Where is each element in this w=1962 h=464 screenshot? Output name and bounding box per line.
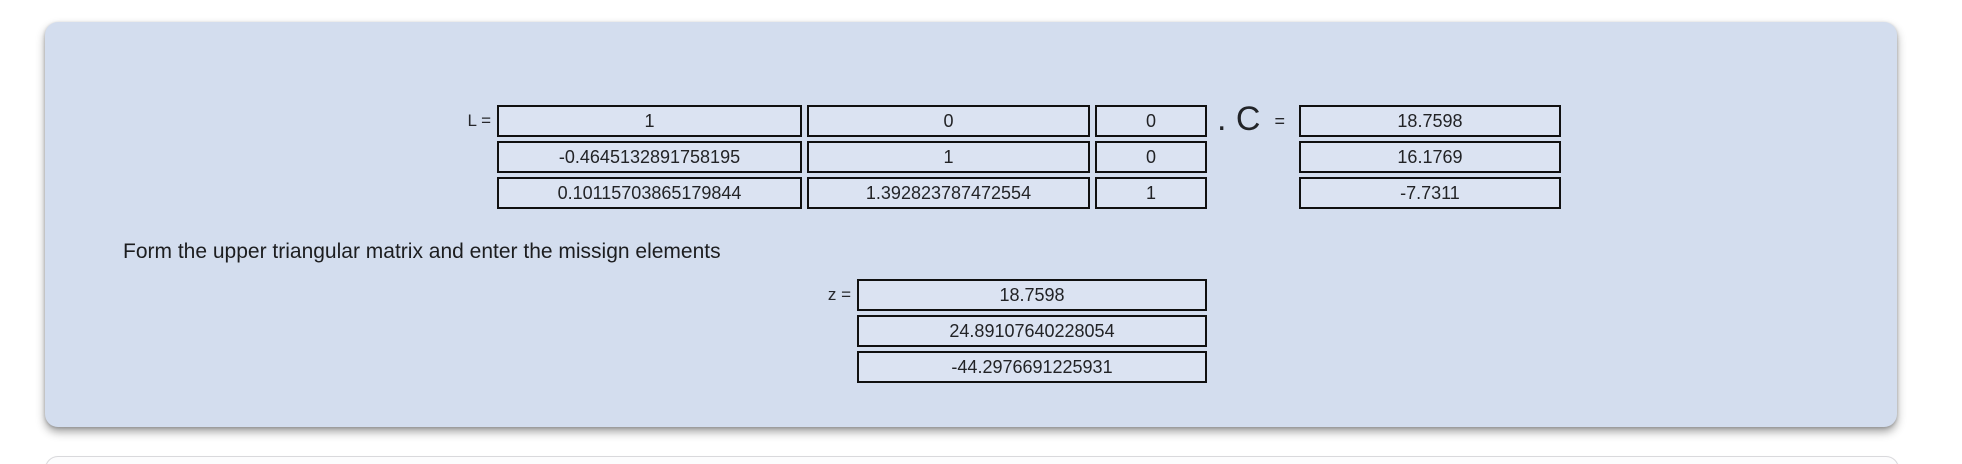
z-vector-input-r2[interactable] [857,351,1207,383]
c-vector-cell-r1 [1298,141,1561,173]
z-label: z = [827,285,851,304]
l-matrix-cell-r1c1 [807,141,1090,173]
instruction-text: Form the upper triangular matrix and ent… [123,240,721,263]
l-matrix [497,105,1207,209]
next-card-peek [45,456,1899,464]
l-matrix-cell-r0c2 [1095,105,1207,137]
l-label: L = [467,111,491,130]
l-matrix-cell-r2c2 [1095,177,1207,209]
c-equals-sign: = [1274,111,1285,131]
z-equation: z = [815,279,1207,383]
c-vector-cell-r0 [1298,105,1561,137]
l-matrix-cell-r1c0 [497,141,802,173]
l-matrix-cell-r0c0 [497,105,802,137]
c-vector-cell-r2 [1298,177,1561,209]
l-matrix-cell-r2c0 [497,177,802,209]
problem-card: L = . C = Form the upper triangular mat [45,22,1897,427]
l-matrix-cell-r1c2 [1095,141,1207,173]
z-vector-input-r1[interactable] [857,315,1207,347]
l-matrix-cell-r0c1 [807,105,1090,137]
z-vector-input-r0[interactable] [857,279,1207,311]
dot-c-label: . C [1217,100,1261,138]
lu-equation: L = . C = [455,100,1561,209]
z-vector [857,279,1207,383]
l-matrix-cell-r2c1 [807,177,1090,209]
c-vector [1298,105,1561,209]
